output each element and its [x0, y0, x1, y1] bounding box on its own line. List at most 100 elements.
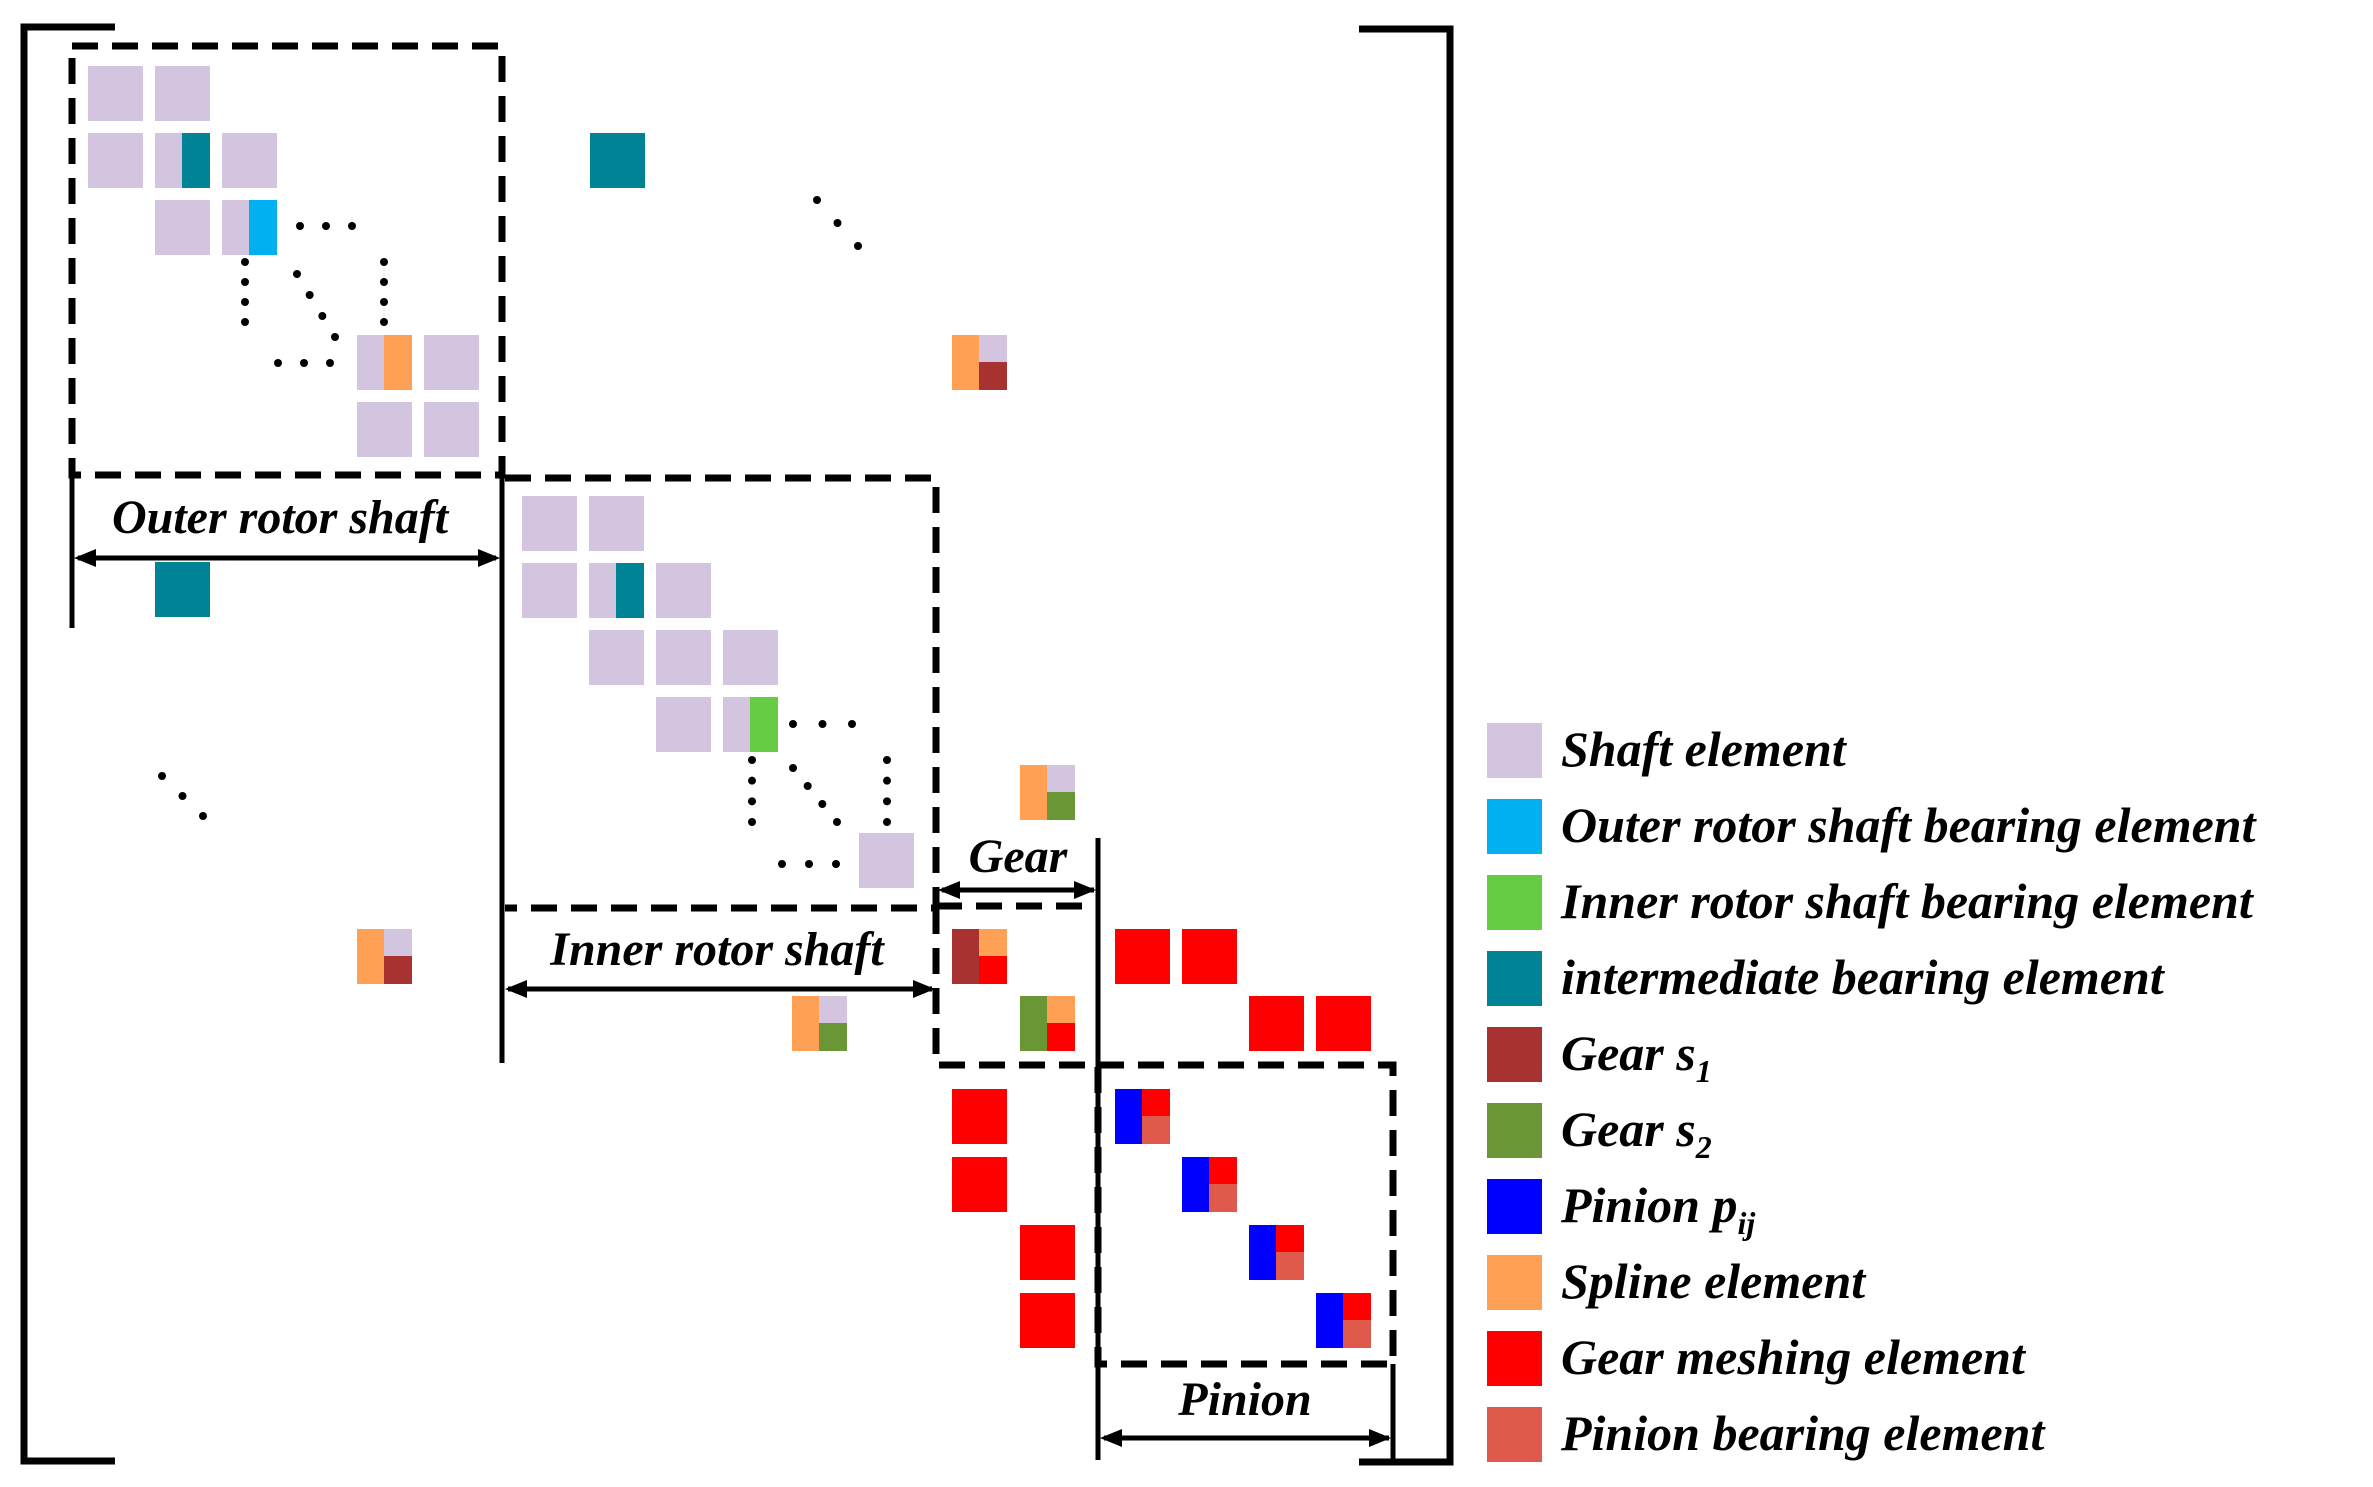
shaft-block [589, 496, 644, 551]
spline-quarter-block [979, 929, 1007, 956]
meshing-block [1182, 929, 1237, 984]
meshing-block [1020, 1225, 1075, 1280]
ellipsis-dot [178, 792, 187, 800]
legend-label: Pinion bearing element [1560, 1405, 2046, 1461]
shaft-block [723, 630, 778, 685]
shaft-block [88, 66, 143, 121]
outer-rotor-shaft-label: Outer rotor shaft [112, 491, 450, 544]
meshing-quarter-block [1209, 1157, 1237, 1184]
arrowhead [938, 881, 960, 899]
arrowhead [1074, 881, 1096, 899]
ellipsis-dot [305, 291, 314, 299]
inner-rotor-shaft-label: Inner rotor shaft [549, 923, 885, 976]
ellipsis-dot [348, 222, 356, 230]
spline-half-block [357, 929, 384, 984]
ellipsis-dot [848, 720, 856, 728]
shaft-block [222, 133, 277, 188]
arrowhead [1100, 1429, 1122, 1447]
ellipsis-dot [158, 772, 166, 780]
legend-swatch [1487, 799, 1542, 854]
shaft-block [424, 402, 479, 457]
legend-swatch [1487, 875, 1542, 930]
span-arrows [69, 475, 1396, 1460]
legend-swatch [1487, 1331, 1542, 1386]
meshing-quarter-block [979, 956, 1007, 984]
ellipsis-dot [778, 860, 786, 868]
pinion-half-block [1249, 1225, 1276, 1280]
ellipsis-dot [331, 333, 339, 341]
ellipsis-dot [326, 359, 334, 367]
ellipsis-dot [818, 720, 827, 728]
ellipsis-dot [241, 298, 249, 306]
ellipsis-dot [805, 860, 813, 868]
shaft-block [656, 697, 711, 752]
gear_s2-quarter-block [819, 1023, 847, 1051]
meshing-quarter-block [1276, 1225, 1304, 1252]
meshing-block [1115, 929, 1170, 984]
shaft-quarter-block [1047, 765, 1075, 792]
intermediate-half-block [616, 563, 644, 618]
outer_bearing-half-block [249, 200, 277, 255]
legend-label: Gear s2 [1561, 1101, 1712, 1165]
pinion_bearing-quarter-block [1276, 1252, 1304, 1280]
ellipsis-dot [318, 312, 327, 320]
ellipsis-dot [380, 298, 388, 306]
meshing-block [952, 1089, 1007, 1144]
pinion_bearing-quarter-block [1209, 1184, 1237, 1212]
ellipsis-dot [380, 278, 388, 286]
ellipsis-dot [813, 196, 821, 204]
legend-label: Spline element [1561, 1253, 1867, 1309]
gear_s1-quarter-block [384, 956, 412, 984]
gear-label: Gear [969, 830, 1069, 883]
meshing-block [1020, 1293, 1075, 1348]
ellipsis-dot [199, 812, 207, 820]
ellipsis-dot [883, 818, 891, 826]
legend-label: Gear meshing element [1561, 1329, 2027, 1385]
gear_s2-quarter-block [1047, 792, 1075, 820]
ellipsis-dot [300, 359, 308, 367]
arrowhead [505, 980, 527, 998]
meshing-quarter-block [1343, 1293, 1371, 1320]
gear-frame-lower [932, 908, 1098, 1069]
intermediate-half-block [182, 133, 210, 188]
legend-label: Inner rotor shaft bearing element [1560, 873, 2255, 929]
ellipsis-dot [789, 720, 797, 728]
spline-quarter-block [1047, 996, 1075, 1023]
legend-swatch [1487, 951, 1542, 1006]
pinion-half-block [1316, 1293, 1343, 1348]
spline-half-block [1020, 765, 1047, 820]
ellipsis-dot [748, 818, 756, 826]
ellipsis-dot [833, 818, 841, 826]
pinion-label: Pinion [1177, 1373, 1311, 1426]
shaft-block [859, 833, 914, 888]
gear_s1-half-block [952, 929, 979, 984]
matrix-blocks [88, 66, 1371, 1348]
spline-half-block [952, 335, 979, 390]
ellipsis-dot [296, 222, 304, 230]
pinion-half-block [1115, 1089, 1142, 1144]
legend-swatch [1487, 1179, 1542, 1234]
ellipsis-dot [274, 359, 282, 367]
legend-label: intermediate bearing element [1561, 949, 2166, 1005]
meshing-block [1316, 996, 1371, 1051]
ellipsis-dot [883, 776, 891, 785]
shaft-block [424, 335, 479, 390]
shaft-block [155, 66, 210, 121]
ellipsis-dot [789, 764, 797, 772]
shaft-quarter-block [384, 929, 412, 956]
ellipsis-dot [748, 756, 756, 764]
ellipsis-dot [241, 258, 249, 266]
legend-swatch [1487, 1027, 1542, 1082]
left-matrix-bracket [20, 23, 115, 1465]
ellipsis-dot [241, 318, 249, 326]
legend-label: Outer rotor shaft bearing element [1561, 797, 2258, 853]
pinion_bearing-quarter-block [1142, 1116, 1170, 1144]
spline-half-block [792, 996, 819, 1051]
pinion-half-block [1182, 1157, 1209, 1212]
ellipsis-dot [748, 797, 756, 806]
gear_s2-half-block [1020, 996, 1047, 1051]
legend-swatch [1487, 1407, 1542, 1462]
ellipsis-dots [158, 196, 891, 868]
shaft-block [656, 563, 711, 618]
